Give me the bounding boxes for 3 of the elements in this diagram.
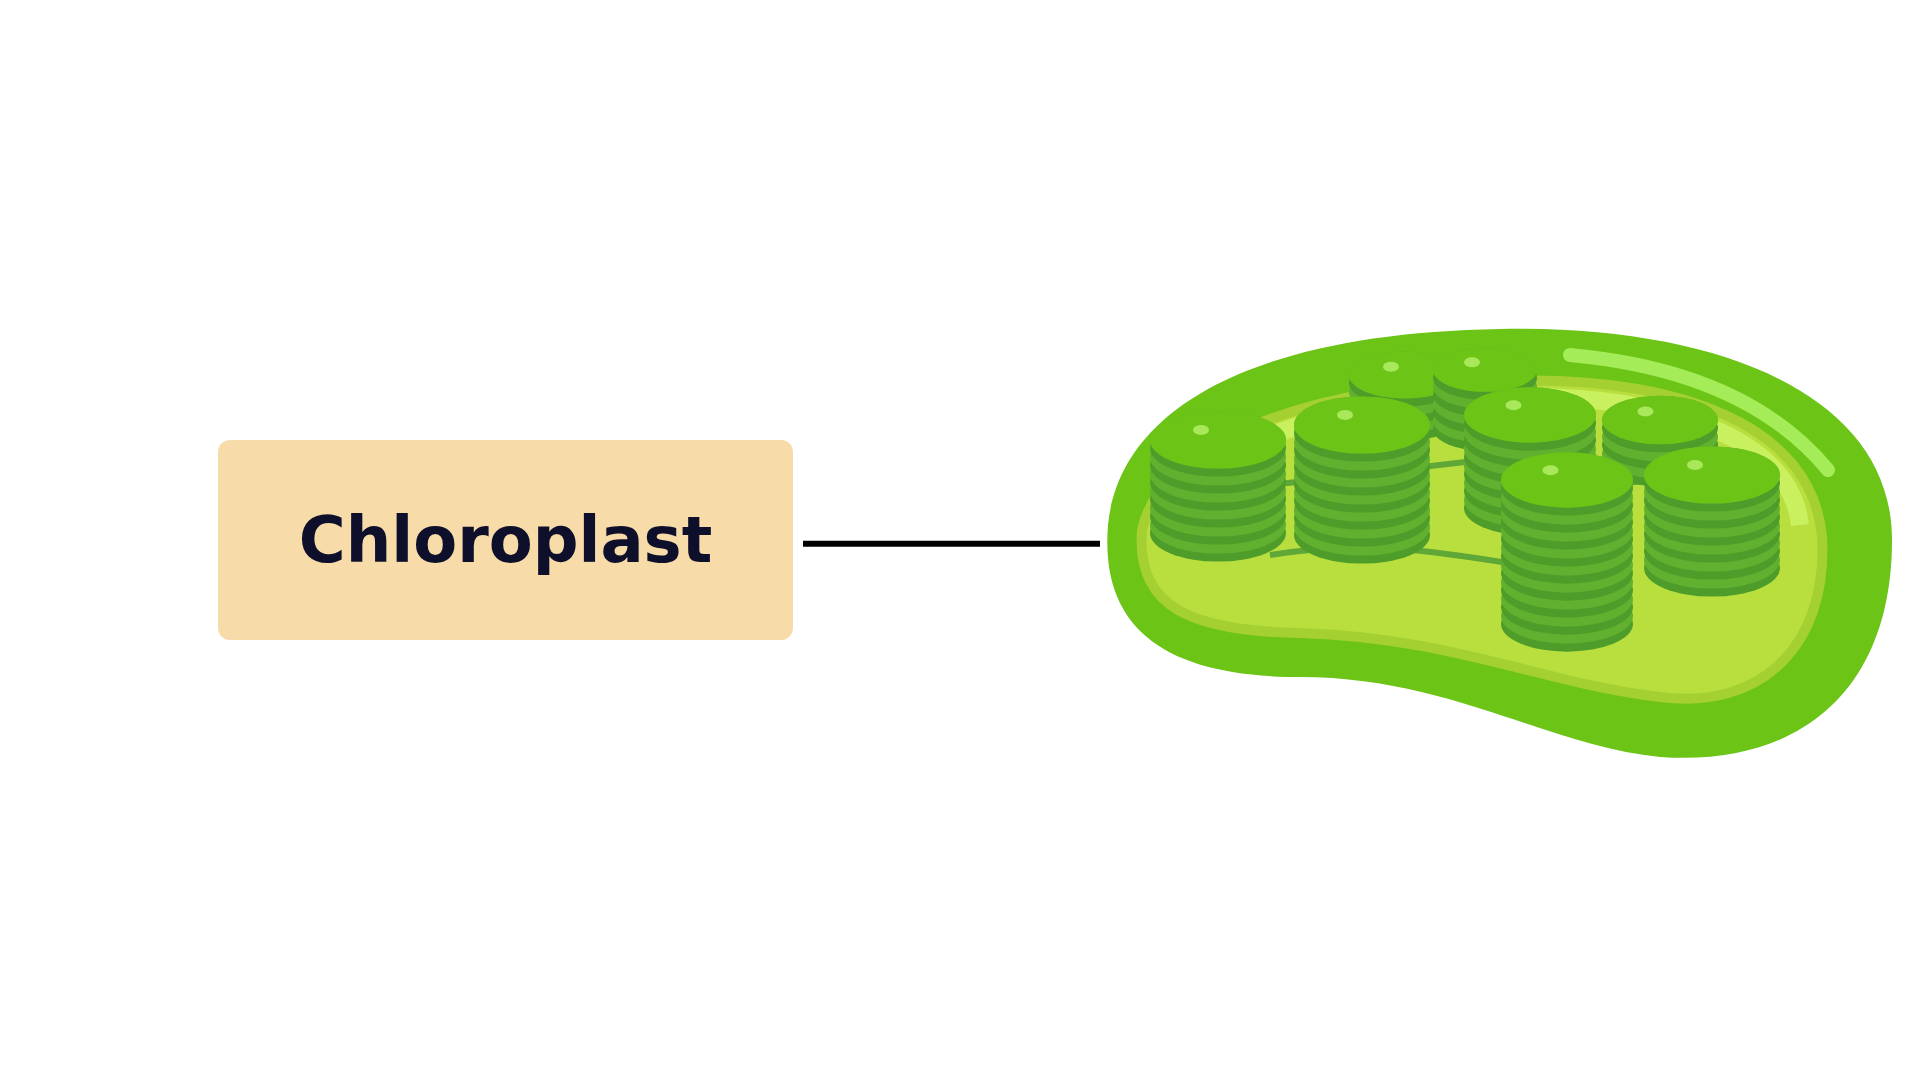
leader-line: [803, 540, 1100, 547]
part-name: Chloroplast: [298, 503, 713, 577]
label-box: [218, 440, 793, 640]
